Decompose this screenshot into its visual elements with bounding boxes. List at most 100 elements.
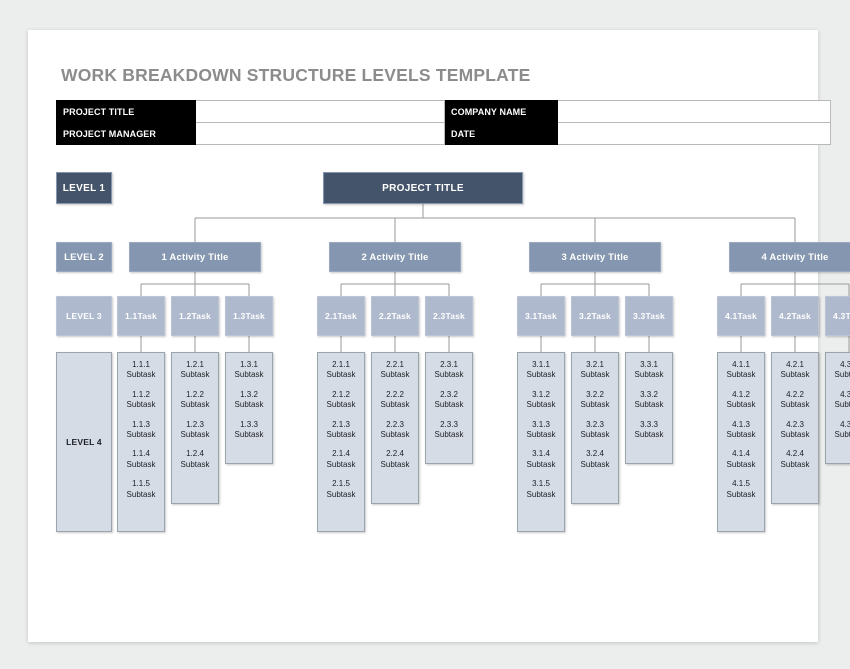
project-info-body: PROJECT TITLE COMPANY NAME PROJECT MANAG… [56,100,831,145]
list-item: 1.1.3 Subtask [126,419,156,439]
task-name: Task [391,310,411,321]
date-input[interactable] [557,122,831,145]
list-item: 1.3.1 Subtask [234,360,264,380]
project-info-table: PROJECT TITLE COMPANY NAME PROJECT MANAG… [56,100,831,145]
subtask-column-4-2[interactable]: 4.2.1 Subtask 4.2.2 Subtask 4.2.3 Subtas… [771,352,819,504]
list-item: 1.2.3 Subtask [180,419,210,439]
task-text: 1.2 [179,310,192,321]
activity-node-1[interactable]: 1 Activity Title [129,242,261,272]
subtask-list: 2.3.1 Subtask 2.3.2 Subtask 2.3.3 Subtas… [426,360,472,440]
list-item: 2.1.5 Subtask [326,479,356,499]
task-text: 2.3 [433,310,446,321]
task-text: 4.3 [833,310,846,321]
activity-node-2[interactable]: 2 Activity Title [329,242,461,272]
list-item: 1.3.3 Subtask [234,419,264,439]
subtask-column-1-1[interactable]: 1.1.1 Subtask 1.1.2 Subtask 1.1.3 Subtas… [117,352,165,532]
list-item: 3.2.1 Subtask [580,360,610,380]
list-item: 2.3.1 Subtask [434,360,464,380]
list-item: 2.2.4 Subtask [380,449,410,469]
task-name: Task [137,310,157,321]
list-item: 2.1.1 Subtask [326,360,356,380]
list-item: 4.3.2 Subtask [834,389,850,410]
task-name: Task [337,310,357,321]
subtask-column-4-1[interactable]: 4.1.1 Subtask 4.1.2 Subtask 4.1.3 Subtas… [717,352,765,532]
list-item: 4.1.1 Subtask [726,360,756,380]
task-name: Task [737,310,757,321]
list-item: 3.2.3 Subtask [580,419,610,439]
list-item: 4.2.2 Subtask [780,389,810,410]
task-text: 1.3 [233,310,246,321]
subtask-column-2-3[interactable]: 2.3.1 Subtask 2.3.2 Subtask 2.3.3 Subtas… [425,352,473,464]
list-item: 4.3.3 Subtask [834,419,850,439]
project-manager-input[interactable] [195,122,445,145]
document-page: WORK BREAKDOWN STRUCTURE LEVELS TEMPLATE… [28,30,850,642]
list-item: 3.1.2 Subtask [526,389,556,410]
company-name-input[interactable] [557,100,831,123]
project-title-node[interactable]: PROJECT TITLE [323,172,523,204]
subtask-list: 1.3.1 Subtask 1.3.2 Subtask 1.3.3 Subtas… [226,360,272,440]
list-item: 2.1.2 Subtask [326,389,356,410]
task-name: Task [591,310,611,321]
subtask-column-3-1[interactable]: 3.1.1 Subtask 3.1.2 Subtask 3.1.3 Subtas… [517,352,565,532]
list-item: 3.1.1 Subtask [526,360,556,380]
list-item: 4.1.2 Subtask [726,389,756,410]
list-item: 2.2.2 Subtask [380,389,410,410]
list-item: 3.3.1 Subtask [634,360,664,380]
task-text: 3.3 [633,310,646,321]
list-item: 4.1.5 Subtask [726,479,756,499]
list-item: 1.1.4 Subtask [126,449,156,469]
subtask-column-2-2[interactable]: 2.2.1 Subtask 2.2.2 Subtask 2.2.3 Subtas… [371,352,419,504]
list-item: 1.3.2 Subtask [234,389,264,410]
subtask-list: 3.2.1 Subtask 3.2.2 Subtask 3.2.3 Subtas… [572,360,618,470]
level-2-label: LEVEL 2 [56,242,112,272]
activity-node-4[interactable]: 4 Activity Title [729,242,850,272]
subtask-list: 2.2.1 Subtask 2.2.2 Subtask 2.2.3 Subtas… [372,360,418,470]
list-item: 3.1.4 Subtask [526,449,556,469]
task-text: 3.1 [525,310,538,321]
project-title-label: PROJECT TITLE [56,100,196,123]
list-item: 4.1.3 Subtask [726,419,756,439]
list-item: 2.1.4 Subtask [326,449,356,469]
list-item: 1.2.4 Subtask [180,449,210,469]
project-title-input[interactable] [195,100,445,123]
task-text: 1.1 [125,310,138,321]
list-item: 4.3.1 Subtask [834,360,850,380]
subtask-list: 3.3.1 Subtask 3.3.2 Subtask 3.3.3 Subtas… [626,360,672,440]
activity-node-3[interactable]: 3 Activity Title [529,242,661,272]
list-item: 2.3.3 Subtask [434,419,464,439]
list-item: 3.3.2 Subtask [634,389,664,410]
list-item: 1.1.5 Subtask [126,479,156,499]
subtask-column-3-2[interactable]: 3.2.1 Subtask 3.2.2 Subtask 3.2.3 Subtas… [571,352,619,504]
subtask-column-2-1[interactable]: 2.1.1 Subtask 2.1.2 Subtask 2.1.3 Subtas… [317,352,365,532]
subtask-list: 4.1.1 Subtask 4.1.2 Subtask 4.1.3 Subtas… [718,360,764,500]
task-text: 4.1 [725,310,738,321]
list-item: 1.2.2 Subtask [180,389,210,410]
task-name: Task [445,310,465,321]
wbs-chart: LEVEL 1 LEVEL 2 LEVEL 3 LEVEL 4 PROJECT … [28,30,850,642]
list-item: 3.1.3 Subtask [526,419,556,439]
subtask-column-3-3[interactable]: 3.3.1 Subtask 3.3.2 Subtask 3.3.3 Subtas… [625,352,673,464]
subtask-column-1-3[interactable]: 1.3.1 Subtask 1.3.2 Subtask 1.3.3 Subtas… [225,352,273,464]
list-item: 3.3.3 Subtask [634,419,664,439]
date-label: DATE [444,122,558,145]
table-row: PROJECT MANAGER DATE [56,122,831,145]
list-item: 4.2.3 Subtask [780,419,810,439]
task-name: Task [645,310,665,321]
page-title: WORK BREAKDOWN STRUCTURE LEVELS TEMPLATE [61,65,531,85]
level-3-label: LEVEL 3 [56,296,112,336]
subtask-column-1-2[interactable]: 1.2.1 Subtask 1.2.2 Subtask 1.2.3 Subtas… [171,352,219,504]
subtask-column-4-3[interactable]: 4.3.1 Subtask 4.3.2 Subtask 4.3.3 Subtas… [825,352,850,464]
task-name: Task [245,310,265,321]
